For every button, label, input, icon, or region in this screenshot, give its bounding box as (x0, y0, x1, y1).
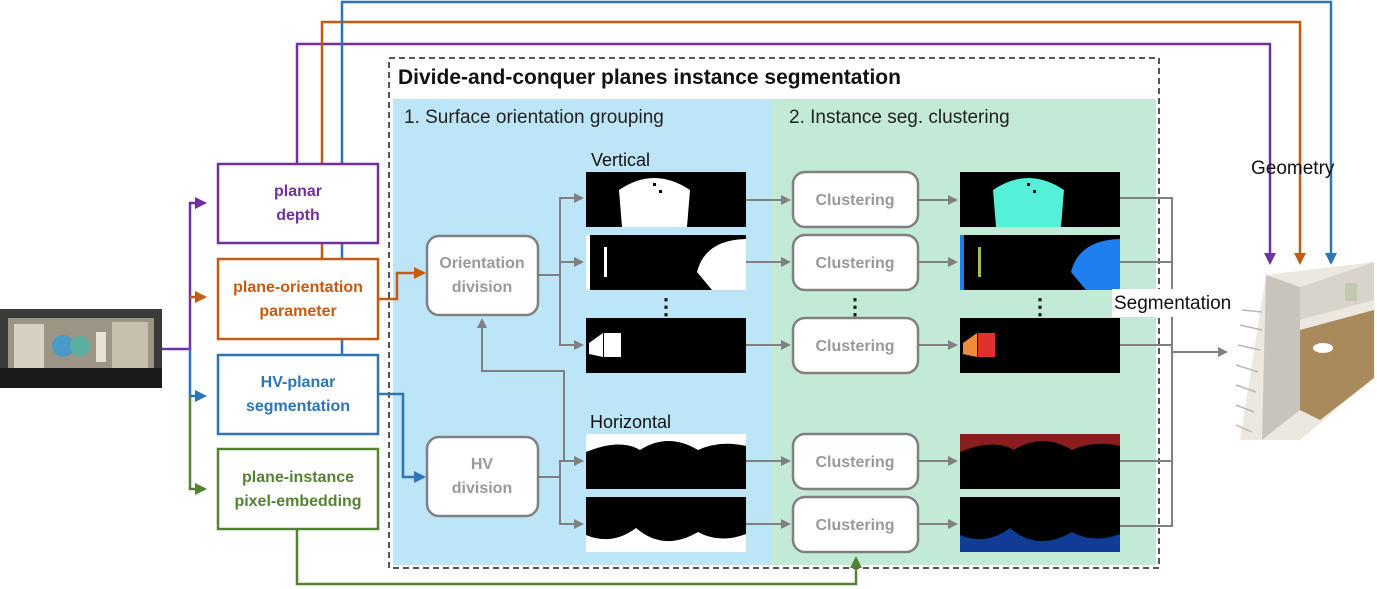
horizontal-mask-1 (586, 434, 746, 489)
svg-text:parameter: parameter (259, 303, 336, 320)
grouping-section-label: 1. Surface orientation grouping (404, 107, 664, 128)
svg-text:plane-instance: plane-instance (242, 469, 354, 486)
segmentation-label: Segmentation (1114, 293, 1231, 314)
plane-orientation-box: plane-orientation parameter (216, 257, 380, 341)
svg-text:division: division (452, 480, 512, 497)
svg-text:plane-orientation: plane-orientation (233, 279, 363, 296)
svg-text:Clustering: Clustering (815, 454, 894, 471)
clustering-section-label: 2. Instance seg. clustering (789, 107, 1010, 128)
hv-planar-segmentation-box: HV-planar segmentation (216, 353, 380, 436)
reconstruction-3d-view (1235, 262, 1374, 440)
svg-text:segmentation: segmentation (246, 398, 350, 415)
input-panorama (0, 309, 162, 388)
svg-text:pixel-embedding: pixel-embedding (234, 493, 361, 510)
svg-text:planar: planar (274, 183, 322, 200)
svg-text:HV: HV (471, 456, 494, 473)
clustering-box-2: Clustering (791, 233, 920, 292)
instance-ellipsis: ⋮ (1029, 294, 1051, 319)
svg-text:Orientation: Orientation (439, 255, 524, 272)
vertical-mask-3 (586, 318, 746, 373)
instance-result-2 (960, 235, 1120, 290)
vertical-label: Vertical (591, 150, 650, 170)
horizontal-label: Horizontal (590, 412, 671, 432)
vertical-mask-2 (586, 235, 746, 290)
instance-result-1 (960, 172, 1120, 227)
orientation-division-box: Orientation division (425, 234, 540, 317)
svg-text:Clustering: Clustering (815, 192, 894, 209)
clustering-box-4: Clustering (791, 432, 920, 491)
svg-text:Clustering: Clustering (815, 338, 894, 355)
clustering-box-3: Clustering (791, 316, 920, 375)
svg-text:HV-planar: HV-planar (261, 374, 336, 391)
geometry-label: Geometry (1251, 158, 1335, 179)
instance-result-3 (960, 318, 1120, 373)
svg-text:division: division (452, 279, 512, 296)
svg-text:Clustering: Clustering (815, 517, 894, 534)
svg-text:Clustering: Clustering (815, 255, 894, 272)
hv-division-box: HV division (425, 435, 540, 518)
vertical-mask-1 (586, 172, 746, 227)
instance-result-5 (960, 497, 1120, 552)
instance-result-4 (960, 434, 1120, 489)
clustering-box-5: Clustering (791, 495, 920, 554)
frame-title: Divide-and-conquer planes instance segme… (398, 66, 901, 89)
planar-depth-box: planar depth (216, 162, 380, 245)
clustering-box-1: Clustering (791, 170, 920, 229)
horizontal-mask-2 (586, 497, 746, 552)
plane-instance-embedding-box: plane-instance pixel-embedding (216, 447, 380, 531)
clustering-ellipsis: ⋮ (844, 294, 866, 319)
svg-text:depth: depth (276, 207, 320, 224)
vertical-ellipsis: ⋮ (655, 294, 677, 319)
